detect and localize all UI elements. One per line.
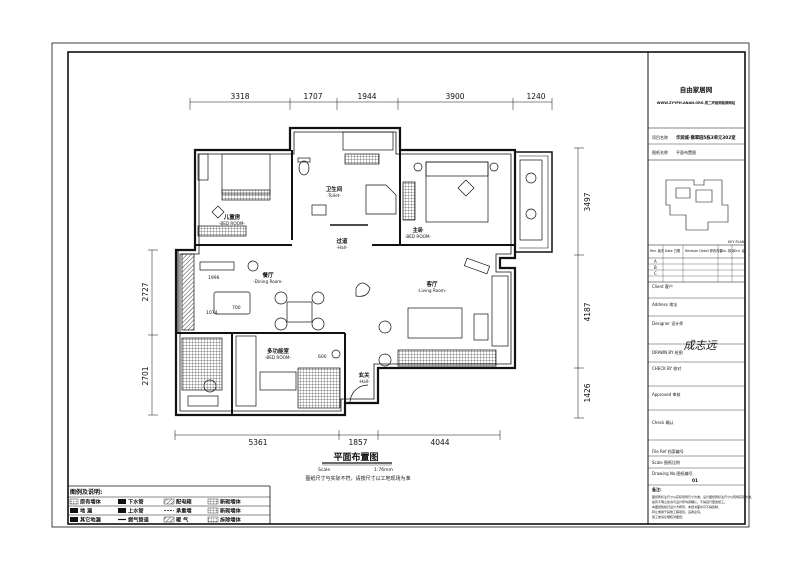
room-corridor-cn: 过道 (336, 237, 348, 245)
drawing-value: 平面布置图 (676, 149, 696, 155)
legend-item-6: 承重墙 (176, 507, 192, 515)
dim-right-1: 3497 (583, 192, 592, 211)
key-plan-thumbnail (665, 179, 729, 231)
drawing-no-label: Drawing No.图纸编号 (652, 470, 693, 476)
legend-item-4: 地 漏 (80, 507, 92, 515)
drawn-by-label: DRAWN BY 绘图 (652, 349, 683, 355)
room-dining-cn: 餐厅 (261, 271, 274, 279)
room-entry-en: -Hall- (358, 379, 370, 384)
designer-signature: 成志远 (684, 339, 718, 352)
room-toilet-cn: 卫生间 (326, 185, 343, 193)
dimension-labels: 3318 1707 1944 3900 1240 2727 2701 3497 … (141, 92, 592, 447)
rev-header-3: Chk. 核对 (720, 248, 735, 253)
drawing-no-value: 01 (692, 478, 698, 484)
project-label: 项目名称 (652, 134, 668, 140)
company-name: 自由家居网 (680, 85, 713, 94)
legend-item-2: 配电箱 (176, 498, 192, 506)
legend-heading: 图例及说明: (70, 488, 102, 496)
room-living-en: -Living Room- (418, 288, 447, 293)
room-living-cn: 客厅 (425, 280, 438, 288)
legend-item-3: 新砌墙体 (220, 498, 242, 506)
furniture (181, 131, 543, 409)
remarks-line-4: 转让或用于其他工程项目，违者必究。 (652, 509, 703, 514)
room-master-en: -BED ROOM- (405, 234, 432, 239)
dim-left-1: 2727 (141, 282, 150, 301)
rev-header-0: Rev. 版次 (650, 248, 665, 253)
dim-inner-2: 700 (232, 305, 241, 311)
rev-header-2: Revision Detail 修改内容 (685, 248, 723, 253)
title-block: 自由家居网 WWW.ZYYPH.ANAN.ORG 成二环装饰装修网站 项目名称 … (647, 52, 754, 524)
rev-header-1: Date 日期 (665, 248, 680, 253)
remarks-title: 备注: (651, 486, 662, 492)
dim-top-1: 3318 (230, 92, 249, 101)
address-label: Address 地址 (652, 301, 677, 307)
outer-border (51, 42, 750, 528)
rev-row-c: C (654, 271, 657, 276)
client-label: Client 客户 (652, 283, 673, 289)
check-label: Check 确认 (652, 419, 674, 425)
room-dining-en: -Dining Room- (253, 279, 283, 284)
rev-row-a: A (654, 259, 657, 264)
dim-bottom-3: 4044 (430, 438, 449, 447)
plan-title: 平面布置图 Scale 1:76mm 图纸尺寸与实际不符，请按尺寸以工地现场为准 (305, 451, 410, 482)
company-sub: WWW.ZYYPH.ANAN.ORG 成二环装饰装修网站 (657, 100, 736, 105)
room-corridor-en: -Hall- (336, 245, 348, 250)
dim-right-2: 4187 (583, 302, 592, 321)
check-by-label: CHECK BY 校对 (652, 365, 681, 371)
dim-top-2: 1707 (303, 92, 322, 101)
remarks-line-1: 图纸所标注尺寸以实际现场尺寸为准。设计图纸所标注尺寸以现场实际为准， (652, 494, 754, 499)
dim-inner-1: 1996 (208, 275, 220, 281)
plan-note: 图纸尺寸与实际不符，请按尺寸以工地现场为准 (305, 475, 410, 482)
legend-item-11: 拆除墙体 (220, 516, 242, 524)
approved-label: Approved 审核 (652, 391, 680, 397)
dim-left-2: 2701 (141, 366, 150, 385)
room-master-cn: 主卧 (412, 226, 424, 234)
dim-inner-4: 600 (318, 354, 327, 360)
plan-scale-label: Scale (318, 467, 330, 473)
remarks-line-2: 如有不明之处请与设计师沟通确认，不得自行更改施工。 (652, 499, 727, 504)
legend-item-9: 燃气管道 (128, 516, 150, 524)
legend-item-10: 暖 气 (176, 516, 189, 524)
dim-top-5: 1240 (526, 92, 545, 101)
plan-scale-value: 1:76mm (374, 467, 393, 473)
dim-top-4: 3900 (445, 92, 464, 101)
rev-header-4: Drn. 绘 (734, 248, 746, 253)
legend: 图例及说明: 原有墙体 下水管 配电箱 新砌墙体 地 漏 上水管 承重墙 新砌墙… (68, 485, 271, 524)
dim-bottom-2: 1857 (348, 438, 367, 447)
dimension-lines (148, 98, 584, 440)
drawing-label: 图纸名称 (652, 149, 668, 155)
remarks-line-5: 施工前请仔细核对图纸。 (652, 514, 685, 519)
plan-title-text: 平面布置图 (333, 451, 378, 463)
room-multi-en: -BED ROOM- (265, 355, 292, 360)
scale-label: Scale 图纸比例 (652, 459, 680, 465)
room-toilet-en: -Toilet- (327, 193, 341, 198)
inner-border (67, 51, 746, 525)
legend-item-7: 新砌墙体 (220, 507, 242, 515)
room-multi-cn: 多功能室 (267, 347, 290, 355)
dim-inner-3: 1074 (206, 310, 218, 316)
dim-right-3: 1426 (583, 383, 592, 402)
revision-table: Rev. 版次 Date 日期 Revision Detail 修改内容 Chk… (648, 245, 746, 283)
project-value: 华润城·翡翠园5栋3单元302室 (676, 134, 736, 141)
file-ref-label: File Ref 档案编号 (652, 448, 684, 454)
room-entry-cn: 玄关 (358, 371, 370, 379)
legend-item-8: 其它地漏 (80, 516, 101, 524)
legend-item-5: 上水管 (128, 507, 144, 515)
key-plan-label: KEY PLAN (728, 240, 745, 244)
legend-item-0: 原有墙体 (80, 498, 102, 506)
legend-item-1: 下水管 (128, 498, 144, 506)
rev-row-b: B (654, 265, 657, 270)
room-labels: 儿童房 -BED ROOM- 卫生间 -Toilet- 主卧 -BED ROOM… (206, 185, 447, 384)
room-kids-en: -BED ROOM- (219, 221, 246, 226)
walls (174, 126, 553, 417)
dim-bottom-1: 5361 (248, 438, 267, 447)
dim-top-3: 1944 (357, 92, 376, 101)
remarks-line-3: 本图纸版权归设计方所有，未经书面许可不得复制、 (652, 504, 721, 509)
room-kids-cn: 儿童房 (223, 213, 241, 221)
designer-label: Designer 设计师 (652, 320, 683, 326)
